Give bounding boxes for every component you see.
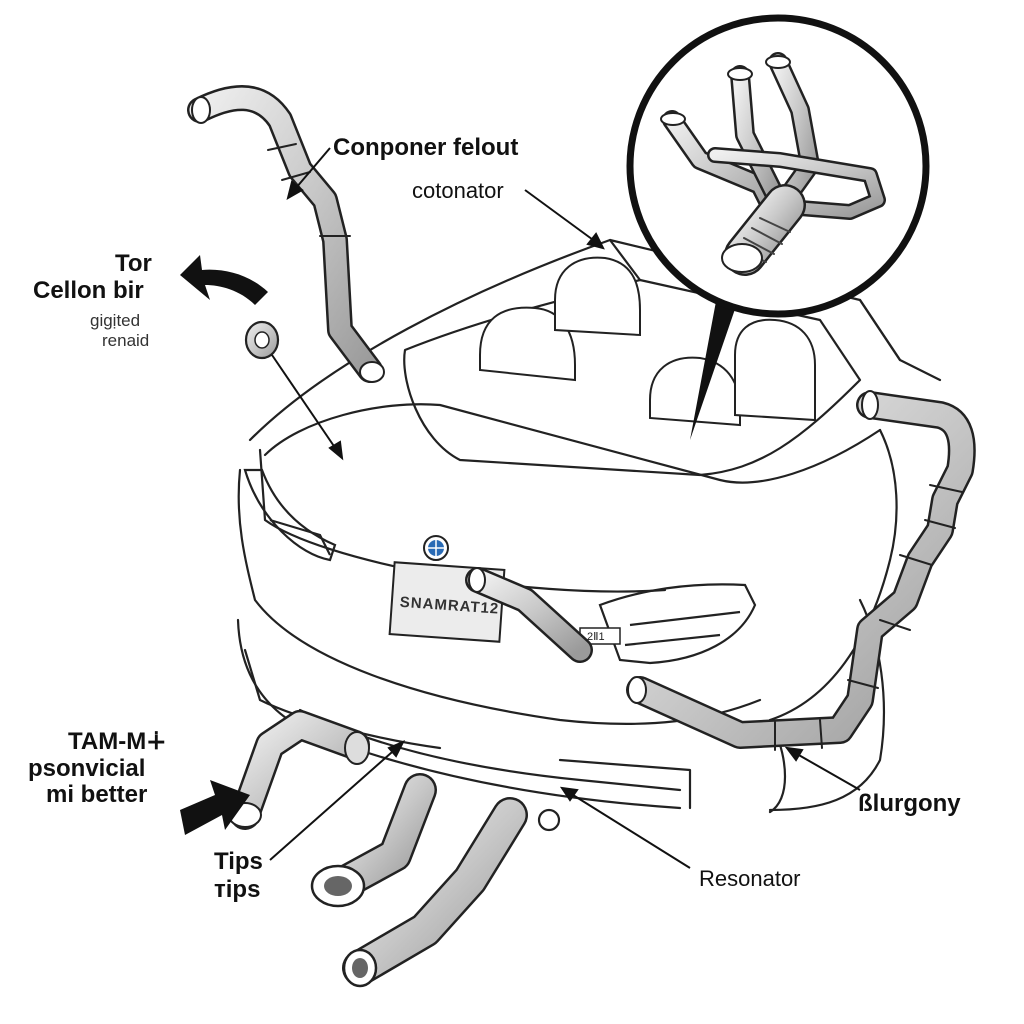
tail-lights [243,468,757,665]
brand-badge [423,535,449,561]
label-cotonator: cotonator [412,178,504,203]
label-resonator: Resonator [699,866,801,891]
detail-magnifier [626,14,930,440]
label-renaid: renaid [102,331,150,350]
label-psonvicial: psonvicial [28,755,146,782]
model-badge-text: 2Ⅱ1 [587,631,605,643]
label-gigited: gigịted [90,311,141,330]
label-burgony: ßlurgony [858,790,961,817]
label-tam: TAM-M∔ [68,728,167,755]
big-arrows [180,255,268,835]
seats [479,256,816,427]
label-tips-2: тips [214,876,261,903]
label-cellon: Cellon bir [33,277,144,304]
label-component-title: Conponer felout [333,134,519,161]
leader-lines [269,147,861,869]
label-tor: Tor [115,250,152,277]
label-tips-1: Tips [214,848,263,875]
label-mi-better: mi better [46,781,148,808]
plate-text: SNAMRAT12 [399,594,500,618]
